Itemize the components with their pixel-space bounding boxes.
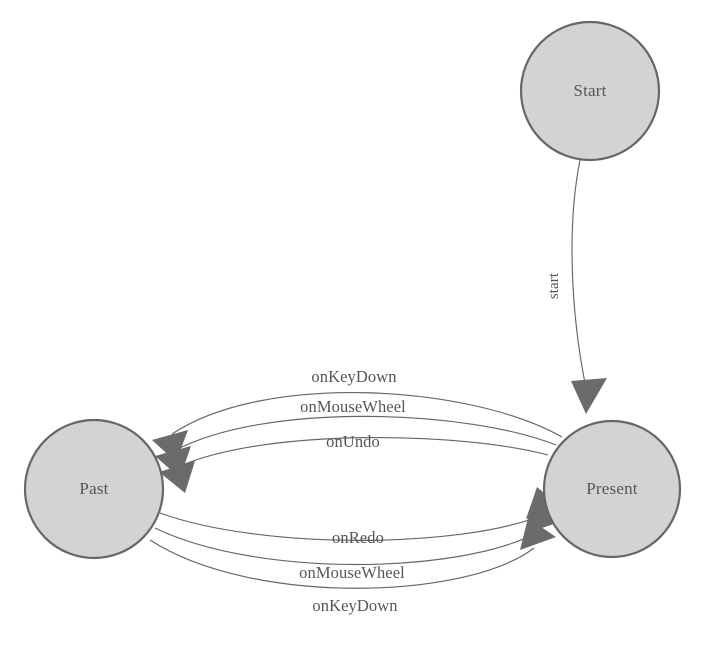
- edge-label-start: start: [546, 272, 562, 299]
- edge-group-present-to-past: onKeyDown onMouseWheel onUndo: [152, 367, 563, 493]
- node-present-label: Present: [586, 479, 638, 498]
- node-past-circle[interactable]: [23, 418, 165, 560]
- node-present[interactable]: Present: [542, 419, 682, 559]
- edge-wheel-up-path: [175, 415, 557, 451]
- edge-label-keydown-dn: onKeyDown: [312, 596, 397, 615]
- edge-keydown-up-path: [171, 391, 563, 438]
- arrowhead-into-present-3: [520, 518, 556, 550]
- node-start[interactable]: Start: [519, 20, 661, 162]
- edge-label-mousewheel-dn: onMouseWheel: [299, 563, 405, 582]
- node-start-circle[interactable]: [519, 20, 661, 162]
- arrowhead-into-present-top: [571, 378, 607, 414]
- edge-label-redo: onRedo: [332, 528, 384, 547]
- edge-keydown-dn-path: [149, 539, 535, 589]
- edge-past-to-present-keydown: [149, 518, 556, 589]
- edge-group-past-to-present: onRedo onMouseWheel onKeyDown: [149, 487, 562, 615]
- node-past-label: Past: [79, 479, 108, 498]
- edge-label-mousewheel-up: onMouseWheel: [300, 397, 406, 416]
- edge-label-keydown-up: onKeyDown: [311, 367, 396, 386]
- edge-present-to-past-undo: [159, 437, 549, 493]
- edge-wheel-dn-path: [154, 527, 539, 565]
- node-present-circle[interactable]: [542, 419, 682, 559]
- node-past[interactable]: Past: [23, 418, 165, 560]
- edge-label-undo: onUndo: [326, 432, 380, 451]
- arrowhead-into-past-3: [159, 461, 195, 493]
- edge-redo-path: [159, 512, 541, 541]
- edge-undo-path: [179, 437, 549, 467]
- edge-start-to-present: start: [546, 159, 607, 414]
- node-start-label: Start: [573, 81, 606, 100]
- edge-start-path: [571, 159, 587, 389]
